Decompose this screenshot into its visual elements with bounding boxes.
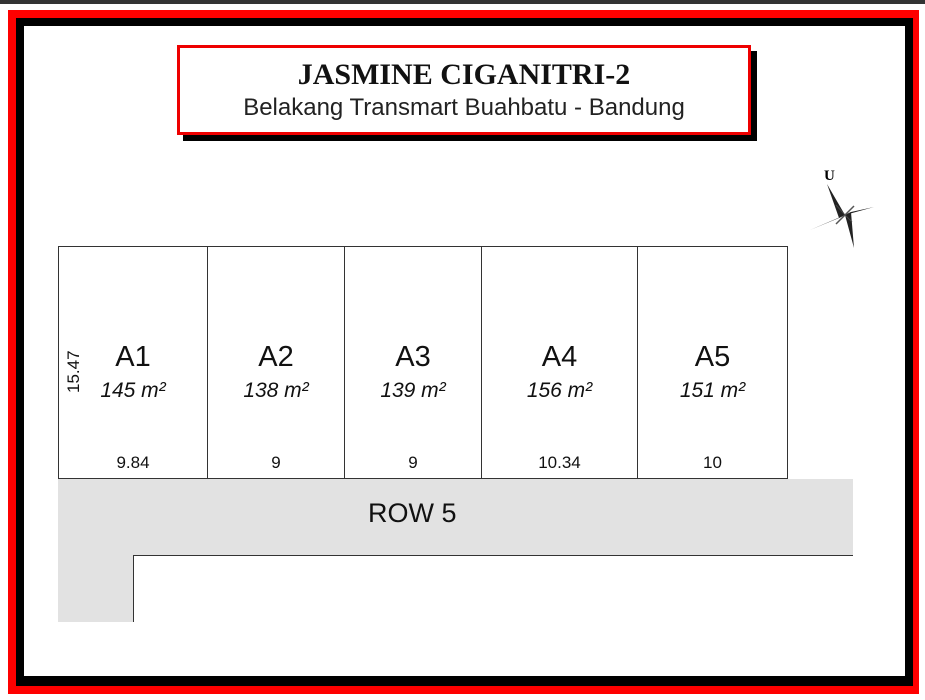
lot-name: A5 (694, 341, 731, 373)
road-branch (58, 479, 133, 622)
top-strip (0, 0, 925, 4)
lot-a3[interactable]: A3 139 m² 9 (344, 246, 481, 479)
lot-a5[interactable]: A5 151 m² 10 (637, 246, 788, 479)
lot-area: 145 m² (100, 379, 166, 402)
site-title: JASMINE CIGANITRI-2 (297, 58, 631, 91)
lot-a1[interactable]: A1 145 m² 9.84 (58, 246, 207, 479)
title-box: JASMINE CIGANITRI-2 Belakang Transmart B… (177, 45, 751, 135)
road-edge (133, 555, 134, 622)
site-subtitle: Belakang Transmart Buahbatu - Bandung (243, 94, 685, 121)
lot-a2[interactable]: A2 138 m² 9 (207, 246, 344, 479)
road-label: ROW 5 (368, 498, 457, 528)
lot-width: 9.84 (116, 453, 150, 472)
road-row-5 (58, 479, 853, 555)
lot-depth: 15.47 (64, 350, 83, 393)
lot-name: A1 (115, 341, 151, 373)
lot-name: A2 (258, 341, 294, 373)
lot-area: 151 m² (679, 379, 746, 402)
lot-name: A3 (395, 341, 431, 373)
lot-width: 10.34 (538, 453, 581, 472)
lot-area: 139 m² (380, 379, 446, 402)
compass-icon: U (810, 168, 874, 248)
compass-label: U (824, 168, 835, 184)
lot-name: A4 (541, 341, 578, 373)
lot-width: 9 (271, 453, 281, 472)
north-compass: U (806, 160, 881, 260)
lot-width: 9 (408, 453, 418, 472)
road-edge (133, 555, 853, 556)
lot-area: 138 m² (243, 379, 309, 402)
lot-width: 10 (703, 453, 722, 472)
lot-area: 156 m² (526, 379, 593, 402)
lot-a4[interactable]: A4 156 m² 10.34 (481, 246, 637, 479)
